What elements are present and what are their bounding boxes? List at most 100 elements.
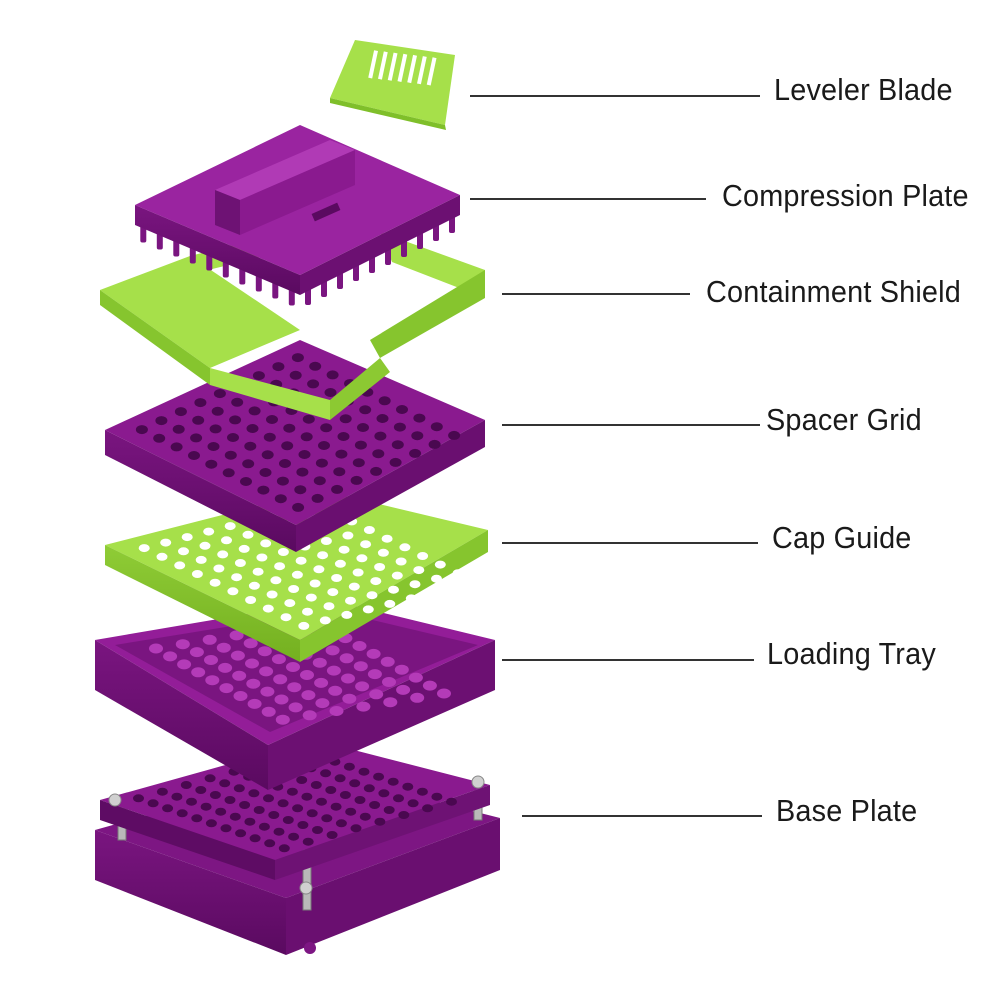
spacer-grid-hole (205, 459, 218, 469)
spacer-grid-hole (326, 370, 339, 380)
spacer-grid-hole (352, 458, 365, 468)
base-plate-part (95, 740, 500, 955)
cap-guide-hole (399, 543, 411, 552)
loading-tray-hole (355, 681, 370, 692)
base-plate-hole (191, 814, 203, 823)
cap-guide-hole (448, 583, 460, 592)
base-plate-hole (219, 779, 231, 788)
base-plate-hole (354, 796, 366, 804)
cap-guide-hole (405, 594, 417, 603)
loading-tray-hole (191, 667, 206, 678)
spacer-grid-hole (313, 476, 326, 486)
base-plate-hole (383, 806, 395, 814)
spacer-grid-hole (331, 484, 344, 494)
cap-guide-hole (360, 540, 372, 549)
cap-guide-hole (356, 554, 368, 563)
loading-tray-hole (352, 641, 367, 651)
cap-guide-hole (298, 621, 310, 630)
base-plate-hole (310, 781, 322, 789)
cap-guide-hole (199, 541, 211, 550)
base-plate-hole (235, 829, 247, 838)
cap-guide-hole (309, 579, 321, 588)
blade-slot (397, 53, 408, 82)
cap-guide-hole (280, 613, 292, 622)
blade-slot (426, 57, 437, 86)
base-plate-hole (264, 839, 276, 848)
cap-guide-hole (260, 539, 272, 548)
base-plate-hole (171, 792, 183, 801)
leader-line-cap-guide (502, 542, 758, 544)
spacer-grid-hole (300, 432, 313, 442)
spacer-grid-hole (292, 502, 305, 512)
spacer-grid-hole (389, 457, 402, 467)
loading-tray-hole (189, 647, 204, 658)
cap-guide-hole (413, 566, 425, 575)
spacer-grid-hole (276, 476, 289, 486)
cap-guide-hole (362, 605, 374, 614)
spacer-grid-hole (339, 414, 352, 424)
base-plate-hole (186, 797, 197, 806)
cap-guide-hole (409, 580, 421, 589)
cap-guide-hole (381, 534, 393, 543)
loading-tray-hole (218, 662, 233, 673)
spacer-grid-hole (354, 440, 367, 450)
spacer-grid-hole (153, 433, 166, 443)
loading-tray-hole (149, 643, 163, 654)
cap-guide-hole (320, 537, 332, 545)
base-plate-hole (334, 774, 346, 783)
spacer-grid-hole (324, 388, 337, 397)
base-plate-hole (282, 816, 294, 824)
spacer-grid-hole (302, 414, 315, 424)
loading-tray-hole (286, 662, 300, 672)
spacer-grid-hole (261, 450, 274, 460)
cap-guide-hole (266, 590, 278, 599)
spacer-grid-hole (283, 423, 296, 433)
spacer-grid-hole (188, 451, 200, 460)
spacer-grid-hole (192, 415, 205, 425)
blade-slot (407, 54, 417, 84)
cap-guide-hole (377, 548, 389, 557)
base-plate-hole (195, 786, 207, 794)
loading-tray-hole (300, 670, 314, 680)
blade-slot (368, 50, 378, 79)
spacer-grid-hole (211, 406, 224, 416)
blade-slot (417, 56, 427, 85)
spacer-grid-hole (298, 450, 311, 459)
loading-tray-hole (312, 657, 327, 668)
loading-tray-hole (216, 642, 231, 653)
spacer-grid-hole (357, 423, 369, 432)
spacer-grid-hole (170, 442, 183, 452)
label-compression-plate: Compression Plate (722, 178, 969, 213)
cap-guide-hole (417, 552, 429, 560)
cap-guide-hole (274, 562, 286, 571)
base-plate-hole (345, 807, 357, 816)
spacer-grid-hole (409, 448, 422, 458)
leader-line-compression-plate (470, 198, 706, 200)
cap-guide-hole (221, 536, 232, 545)
base-plate-hole (180, 781, 192, 789)
cap-guide-hole (224, 522, 236, 531)
base-plate-hole (200, 802, 212, 811)
cap-guide-hole (317, 551, 329, 560)
base-plate-hole (162, 804, 174, 813)
spacer-grid-hole (391, 440, 404, 450)
spacer-grid-hole (266, 415, 278, 424)
cap-guide-hole (327, 588, 339, 597)
base-plate-hole (326, 831, 338, 839)
spacer-grid-hole (231, 397, 244, 407)
cap-guide-hole (313, 565, 325, 574)
label-base-plate: Base Plate (776, 793, 918, 828)
cap-guide-hole (391, 571, 403, 580)
base-plate-hole (321, 814, 333, 823)
loading-tray-hole (315, 698, 330, 709)
spacer-grid-hole (252, 371, 265, 381)
loading-tray-hole (383, 697, 398, 708)
base-plate-hole (416, 787, 428, 796)
base-plate-hole (373, 772, 385, 781)
spacer-grid-hole (318, 441, 330, 450)
base-plate-hole (224, 796, 236, 804)
base-plate-hole (431, 792, 443, 801)
base-plate-hole (302, 837, 314, 846)
cap-guide-hole (305, 593, 317, 602)
